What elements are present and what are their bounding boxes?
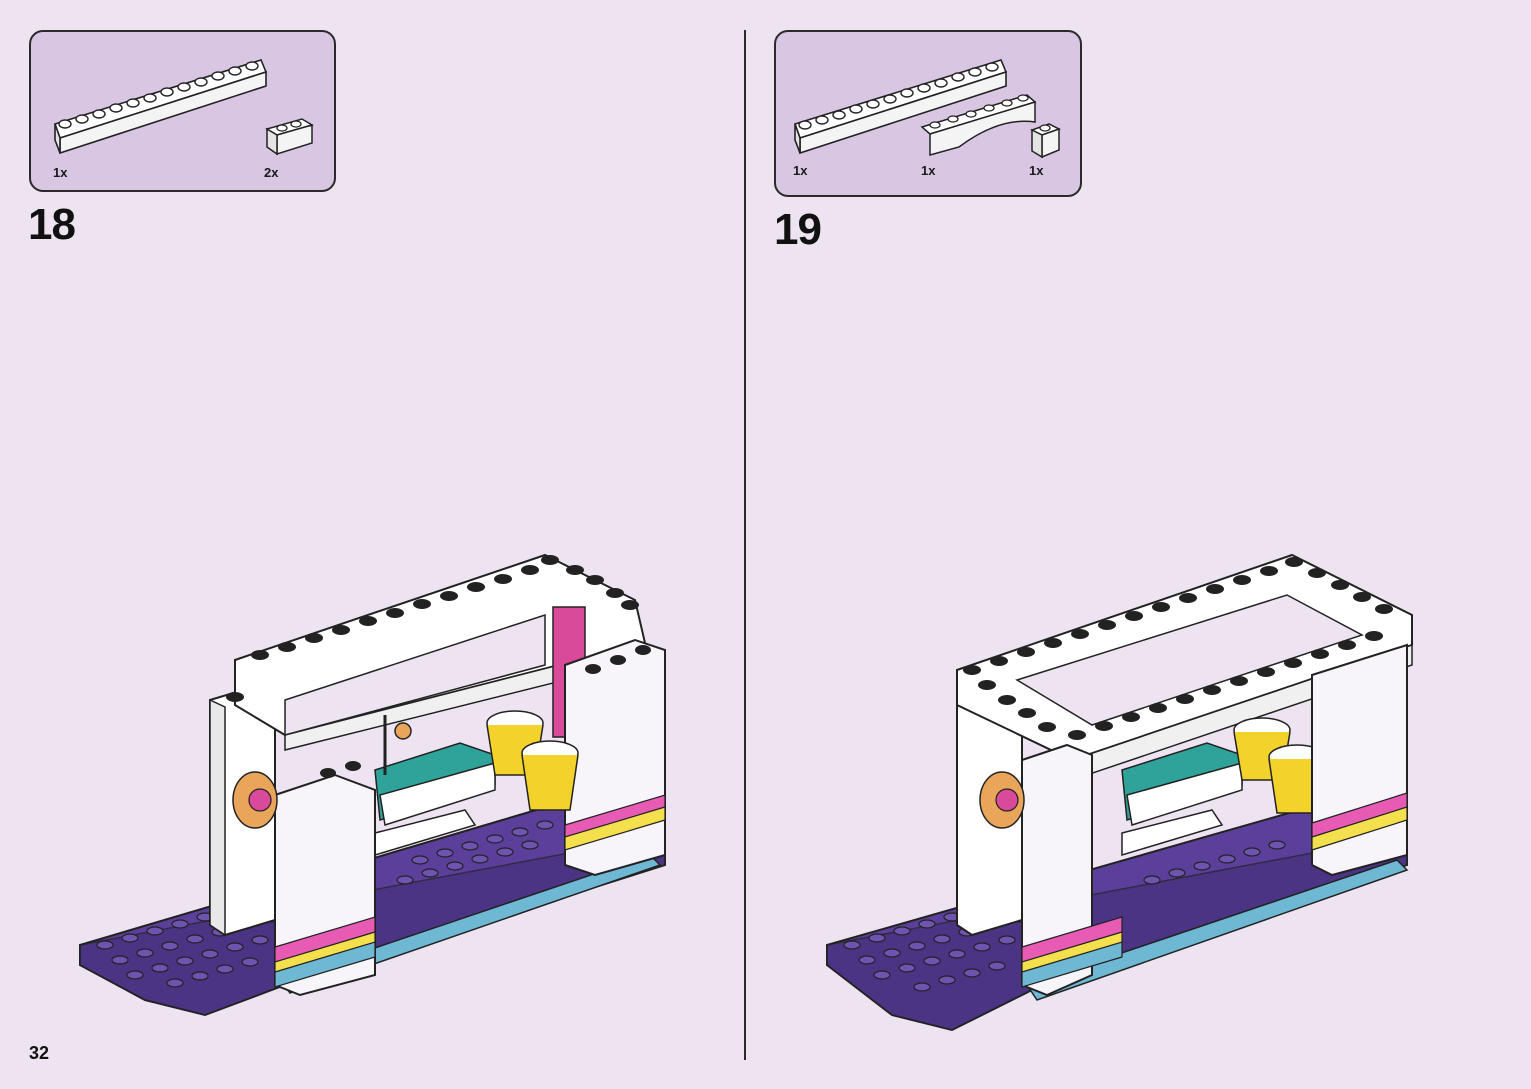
model-step-18 xyxy=(79,553,666,1017)
stud-row-icon xyxy=(58,61,259,129)
part-qty-1: 1x xyxy=(793,163,808,178)
model-step-19 xyxy=(826,553,1413,1032)
brick-1x2-icon xyxy=(265,118,314,156)
parts-callout-step-18: 1x 2x xyxy=(29,30,336,192)
part-qty-3: 1x xyxy=(1029,163,1044,178)
page-number: 32 xyxy=(29,1043,50,1063)
part-qty-2: 2x xyxy=(264,165,279,180)
parts-callout-step-19: 1x 1x 1x xyxy=(774,30,1082,197)
brick-1x12-icon xyxy=(53,59,268,155)
brick-1x12-icon xyxy=(793,59,1008,155)
part-qty-2: 1x xyxy=(921,163,936,178)
page-divider xyxy=(744,30,746,1060)
brick-1x1-icon xyxy=(1030,123,1061,159)
arch-1x6-icon xyxy=(920,94,1037,156)
part-qty-1: 1x xyxy=(53,165,68,180)
step-number-18: 18 xyxy=(28,200,76,249)
step-number-19: 19 xyxy=(774,205,822,254)
